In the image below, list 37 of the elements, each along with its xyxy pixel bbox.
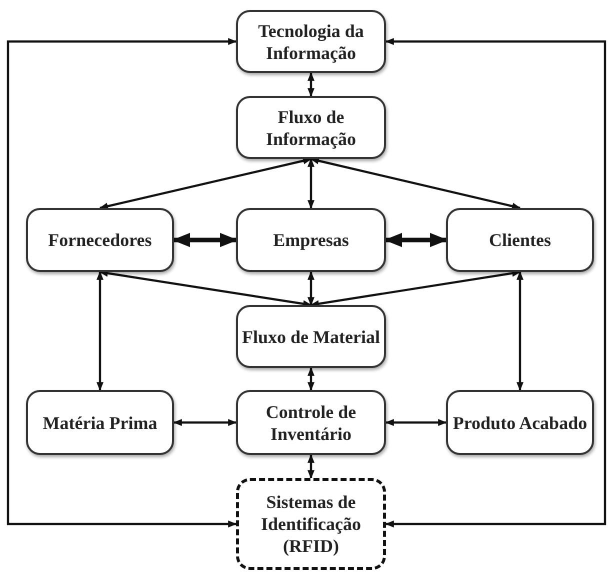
process-box xyxy=(236,96,386,159)
box-label: Clientes xyxy=(489,229,551,251)
box-label: Fluxo de Material xyxy=(242,326,380,348)
arrow xyxy=(307,454,315,479)
process-box xyxy=(236,10,386,73)
box-label: Produto Acabado xyxy=(452,412,588,434)
process-box xyxy=(26,208,174,272)
process-box xyxy=(236,478,386,570)
arrow xyxy=(310,157,521,210)
arrow xyxy=(310,270,521,308)
box-label: Sistemas de Identificação (RFID) xyxy=(260,491,362,557)
box-label: Fluxo de Informação xyxy=(265,106,357,150)
arrow xyxy=(385,38,606,528)
arrow xyxy=(96,271,104,391)
process-box xyxy=(446,208,594,272)
box-label: Controle de Inventário xyxy=(264,400,358,444)
box-label: Matéria Prima xyxy=(42,412,158,434)
process-box xyxy=(236,390,386,455)
arrow xyxy=(99,270,312,308)
arrow xyxy=(99,157,312,210)
process-box xyxy=(446,390,594,455)
box-label: Empresas xyxy=(273,229,349,251)
process-box xyxy=(236,208,386,272)
arrow xyxy=(516,271,524,391)
arrow xyxy=(307,72,315,97)
arrow xyxy=(172,232,238,248)
arrow xyxy=(307,158,315,209)
arrow xyxy=(6,38,237,528)
box-label: Fornecedores xyxy=(48,229,152,251)
arrow xyxy=(173,418,237,426)
arrow xyxy=(385,418,447,426)
arrow xyxy=(384,232,448,248)
arrow xyxy=(307,271,315,306)
process-box xyxy=(26,390,174,455)
arrow xyxy=(307,367,315,391)
process-box xyxy=(236,305,386,368)
box-label: Tecnologia da Informação xyxy=(257,20,365,64)
